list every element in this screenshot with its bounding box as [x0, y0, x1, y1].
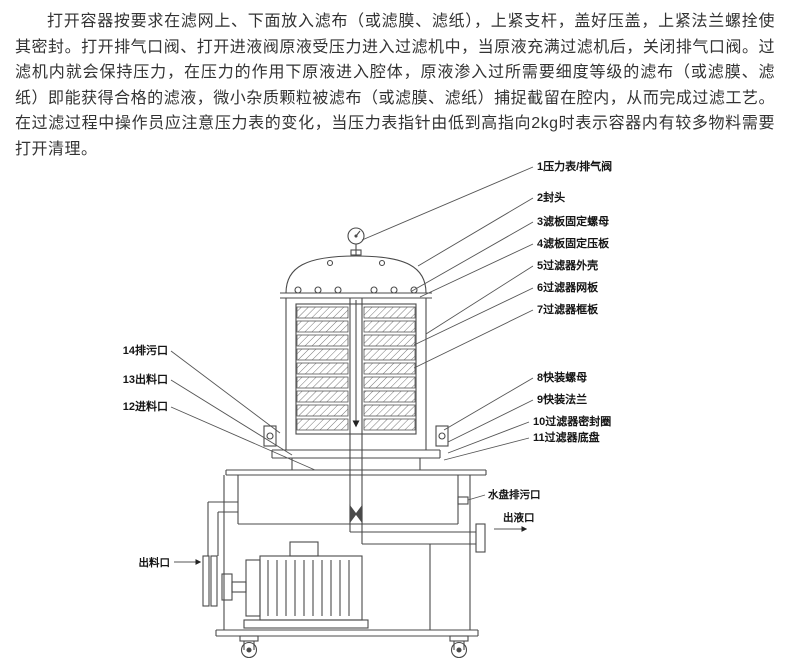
- wheel-right: [449, 635, 469, 659]
- label-filter-mesh-plate: 6过滤器网板: [537, 280, 599, 294]
- label-filter-outer-shell: 5过滤器外壳: [537, 258, 598, 272]
- pressure-gauge: [347, 227, 365, 256]
- center-pipe: [349, 298, 363, 544]
- quick-clamp-right: [435, 425, 449, 447]
- label-filter-seal-ring: 10过滤器密封圈: [533, 414, 611, 428]
- cart-frame: [215, 475, 479, 637]
- label-quick-nut: 8快装螺母: [537, 370, 587, 384]
- base-flange: [271, 449, 441, 470]
- label-filter-frame-plate: 7过滤器框板: [537, 302, 599, 316]
- label-liquid-outlet: 出液口: [503, 511, 535, 524]
- label-material-outlet: 出料口: [139, 556, 171, 569]
- label-outlet-port: 13出料口: [123, 372, 168, 386]
- label-pressure-gauge: 1压力表/排气阀: [537, 159, 612, 173]
- label-plate-fixing-press-plate: 4滤板固定压板: [537, 236, 610, 250]
- wheel-left: [239, 635, 259, 659]
- label-head: 2封头: [537, 190, 565, 204]
- suction-pipe: [207, 501, 238, 556]
- vessel-shell: [285, 298, 427, 450]
- vessel-dome: [285, 255, 427, 294]
- leader-lines: [170, 166, 534, 565]
- label-filter-base-plate: 11过滤器底盘: [533, 430, 600, 444]
- label-quick-flange: 9快装法兰: [537, 392, 587, 406]
- label-pan-drain: 水盘排污口: [487, 488, 541, 501]
- discharge-pipe: [349, 504, 486, 553]
- callout-labels: 1压力表/排气阀 2封头 3滤板固定螺母 4滤板固定压板 5过滤器外壳 6过滤器…: [123, 159, 612, 569]
- label-drain-port: 14排污口: [123, 343, 168, 357]
- label-inlet-port: 12进料口: [123, 399, 168, 413]
- water-pan: [225, 469, 487, 525]
- description-paragraph: 打开容器按要求在滤网上、下面放入滤布（或滤膜、滤纸），上紧支杆，盖好压盖，上紧法…: [15, 13, 775, 158]
- fixing-nuts-row: [280, 286, 432, 299]
- motor-pump: [202, 541, 369, 629]
- label-plate-fixing-nut: 3滤板固定螺母: [537, 214, 609, 228]
